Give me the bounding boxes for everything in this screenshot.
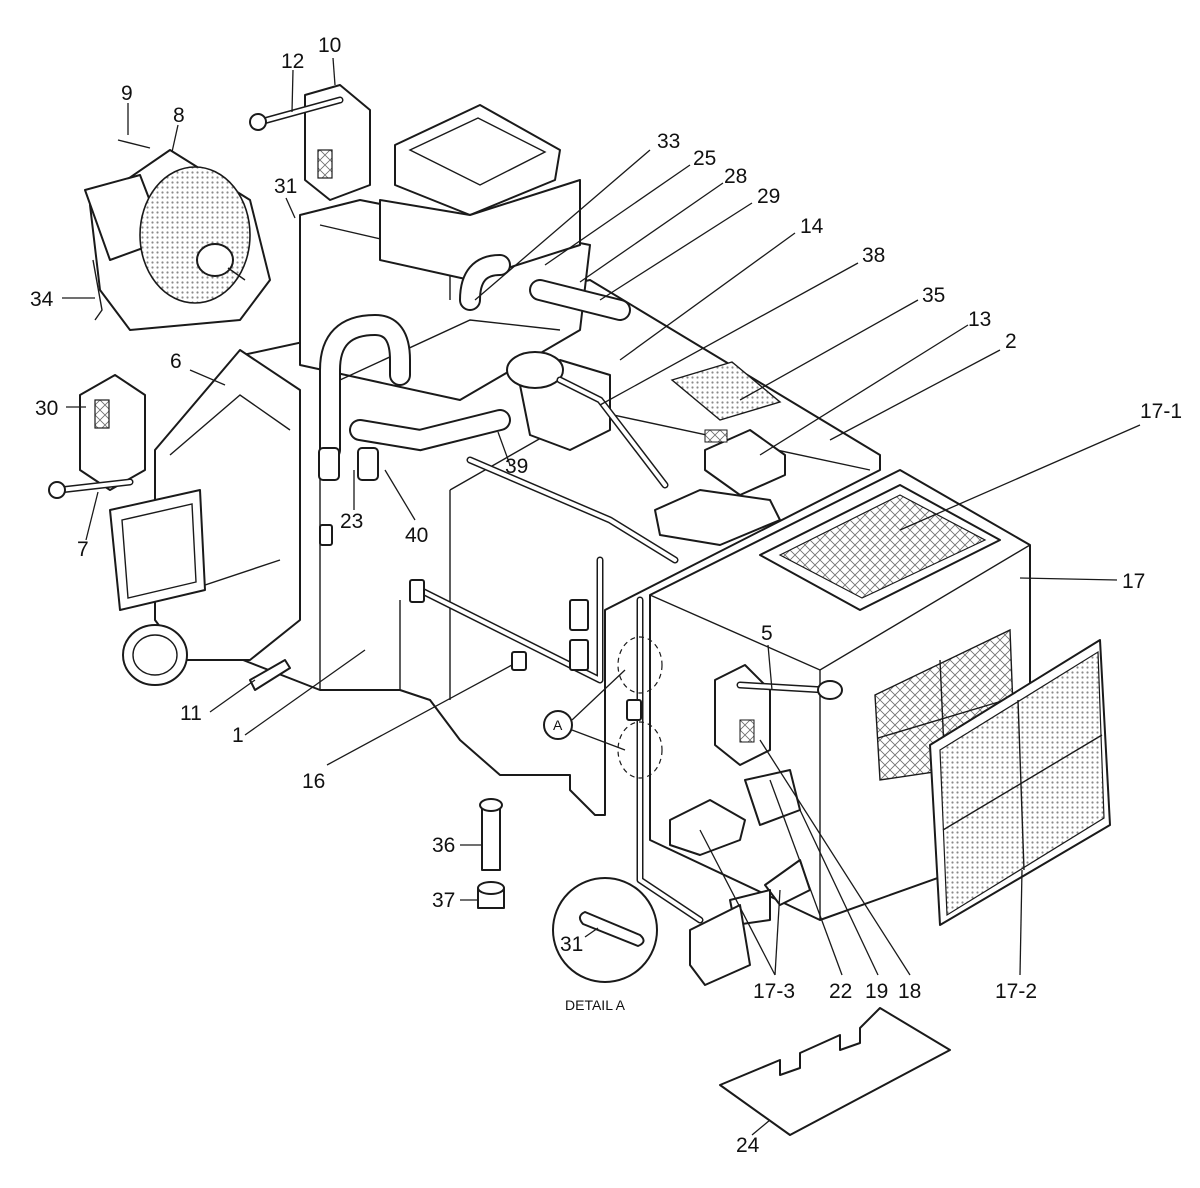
upper-duct — [299, 104, 591, 401]
callout-6: 6 — [170, 350, 182, 373]
blower-motor — [84, 139, 271, 331]
callout-2: 2 — [1005, 330, 1017, 353]
callout-18: 18 — [898, 980, 921, 1003]
callout-38: 38 — [862, 244, 885, 267]
callout-40: 40 — [405, 524, 428, 547]
callout-37: 37 — [432, 889, 455, 912]
callout-8: 8 — [173, 104, 185, 127]
callout-33: 33 — [657, 130, 680, 153]
actuator-10 — [249, 84, 371, 201]
callout-17-3: 17-3 — [753, 980, 795, 1003]
callout-39: 39 — [505, 455, 528, 478]
callout-labels: 10 12 9 8 31 33 25 28 29 14 38 35 13 2 1… — [30, 34, 1182, 1157]
callout-14: 14 — [800, 215, 824, 238]
callout-34: 34 — [30, 288, 54, 311]
callout-16: 16 — [302, 770, 325, 793]
callout-36: 36 — [432, 834, 455, 857]
callout-7: 7 — [77, 538, 89, 561]
callout-30: 30 — [35, 397, 58, 420]
callout-10: 10 — [318, 34, 341, 57]
callout-29: 29 — [757, 185, 780, 208]
callout-17: 17 — [1122, 570, 1145, 593]
expansion-valve — [506, 351, 669, 489]
heater-hoses — [318, 254, 631, 481]
callout-35: 35 — [922, 284, 945, 307]
callout-24: 24 — [736, 1134, 760, 1157]
callout-9: 9 — [121, 82, 133, 105]
detail-caption: DETAIL A — [565, 997, 626, 1013]
callout-17-2: 17-2 — [995, 980, 1037, 1003]
callout-1: 1 — [232, 724, 244, 747]
insulation-pad — [719, 1007, 951, 1136]
callout-A: A — [553, 717, 563, 733]
actuator-30 — [48, 374, 146, 499]
callout-22: 22 — [829, 980, 852, 1003]
callout-25: 25 — [693, 147, 716, 170]
drain-parts — [249, 659, 505, 909]
side-actuators — [669, 664, 843, 986]
callout-5: 5 — [761, 622, 773, 645]
filter-cover — [929, 639, 1111, 926]
callout-31-detail: 31 — [560, 933, 583, 956]
wiring-harness — [319, 456, 704, 924]
callout-31-top: 31 — [274, 175, 297, 198]
callout-23: 23 — [340, 510, 363, 533]
blower-housing — [109, 349, 301, 686]
upper-fittings — [654, 361, 786, 546]
callout-11: 11 — [180, 702, 202, 725]
callout-28: 28 — [724, 165, 747, 188]
callout-19: 19 — [865, 980, 888, 1003]
callout-13: 13 — [968, 308, 991, 331]
callout-17-1: 17-1 — [1140, 400, 1182, 423]
detail-a — [543, 710, 658, 983]
callout-12: 12 — [281, 50, 304, 73]
leader-lines — [62, 57, 1141, 1136]
